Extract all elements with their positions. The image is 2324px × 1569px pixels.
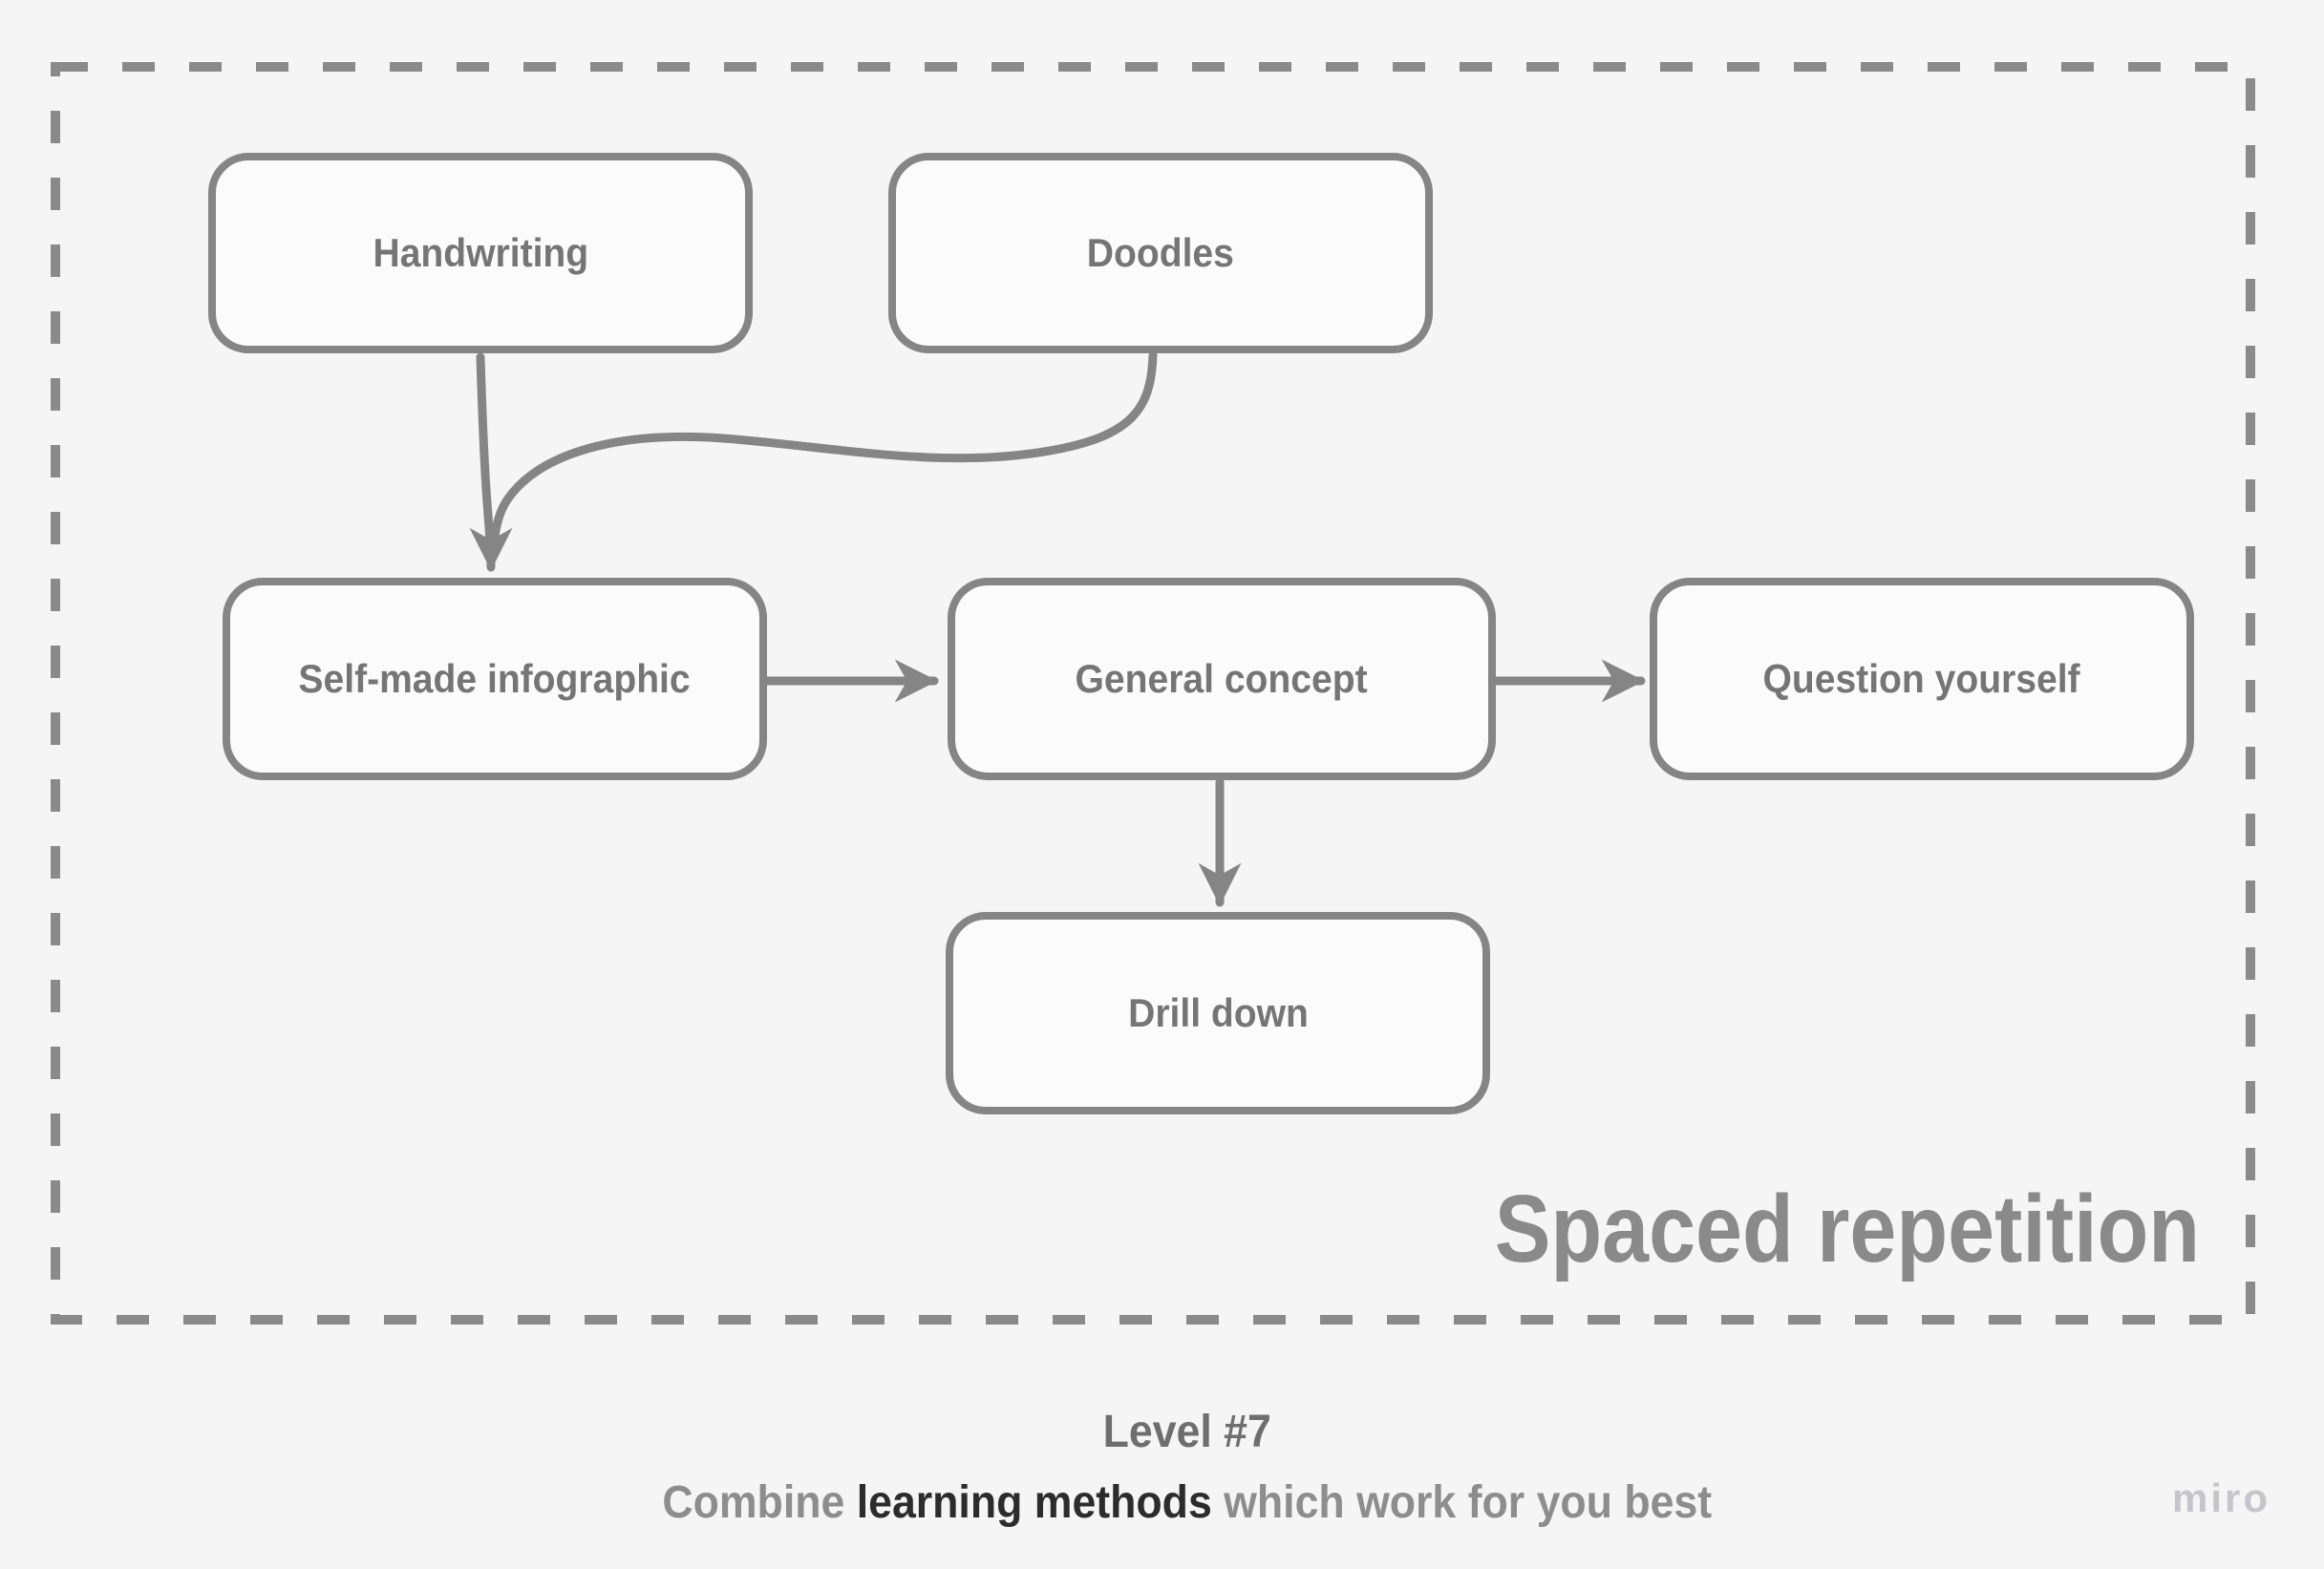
caption-level: Level #7 bbox=[25, 1406, 2324, 1458]
node-general-concept[interactable]: General concept bbox=[948, 578, 1496, 780]
edge-doodles-to-self-made-infographic bbox=[490, 350, 1158, 541]
miro-logo: miro bbox=[2171, 1475, 2271, 1520]
caption-subtitle-text: Combine learning methods which work for … bbox=[662, 1476, 1712, 1529]
node-drill-down[interactable]: Drill down bbox=[946, 912, 1490, 1114]
node-self-made-infographic-label: Self-made infographic bbox=[298, 656, 692, 701]
caption-level-text: Level #7 bbox=[1102, 1407, 1271, 1457]
dashed-frame bbox=[51, 62, 2255, 1325]
node-drill-down-label: Drill down bbox=[1127, 990, 1309, 1035]
caption-subtitle: Combine learning methods which work for … bbox=[25, 1476, 2324, 1529]
node-question-yourself-label: Question yourself bbox=[1762, 656, 2081, 701]
caption-subtitle-suffix: which work for you best bbox=[1211, 1477, 1712, 1528]
node-handwriting-label: Handwriting bbox=[373, 230, 588, 275]
node-handwriting[interactable]: Handwriting bbox=[208, 153, 753, 353]
region-label-spaced-repetition: Spaced repetition bbox=[1494, 1176, 2200, 1283]
node-general-concept-label: General concept bbox=[1075, 656, 1369, 701]
node-doodles-label: Doodles bbox=[1086, 230, 1235, 275]
edge-handwriting-to-self-made-infographic bbox=[469, 352, 513, 572]
caption-subtitle-prefix: Combine bbox=[662, 1477, 857, 1528]
caption-subtitle-bold: learning methods bbox=[856, 1477, 1212, 1528]
node-self-made-infographic[interactable]: Self-made infographic bbox=[223, 578, 767, 780]
node-doodles[interactable]: Doodles bbox=[888, 153, 1433, 353]
node-question-yourself[interactable]: Question yourself bbox=[1650, 578, 2194, 780]
